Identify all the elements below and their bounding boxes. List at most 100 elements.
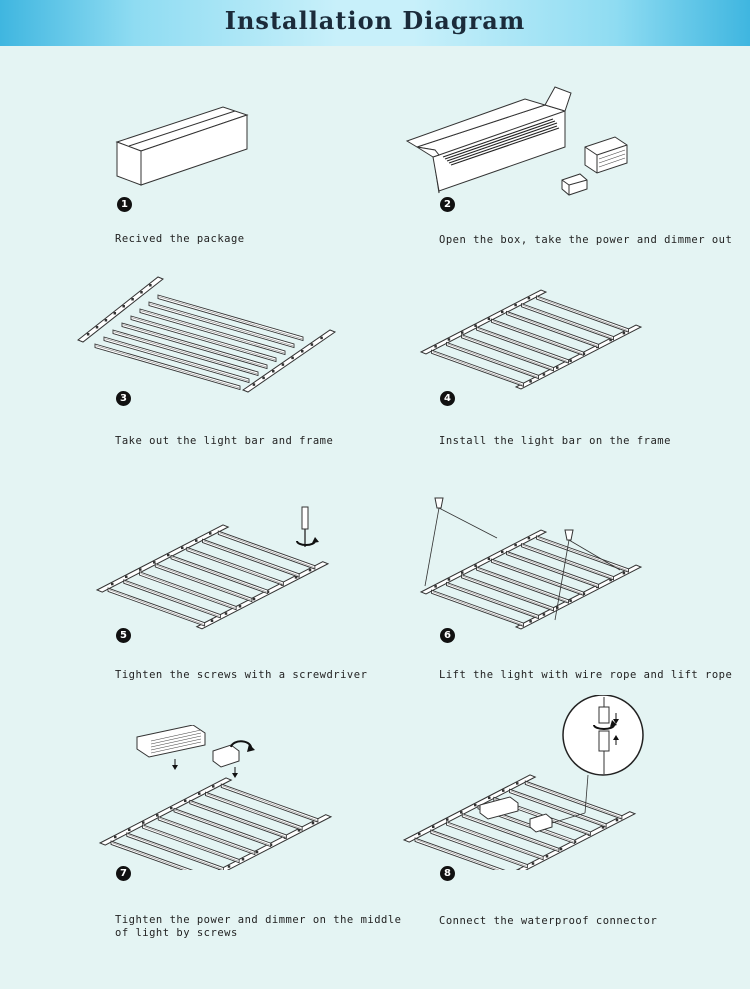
cable [585,775,588,813]
step-number-badge: 7 [116,866,131,881]
frame-notch [311,821,315,825]
frame-notch [125,575,128,579]
frame-notch [529,620,532,623]
frame-notch [569,599,572,602]
step-4: 4 Install the light bar on the frame [405,272,745,482]
hanger-hook [565,530,573,540]
step-number-badge: 5 [116,628,131,643]
frame-notch [122,305,125,308]
light-bar-edge [172,557,267,592]
light-bar-edge [128,835,223,870]
power-driver [480,797,518,819]
arrow-head [610,720,617,727]
frame-notch [461,571,464,574]
frame-notch [556,366,559,369]
wire-rope [425,508,439,586]
frame-notch [308,568,312,572]
hanger-hook [435,498,443,508]
light-bar-edge [156,565,251,600]
light-bar-edge [526,783,621,818]
frame-notch [142,821,145,824]
frame-notch [310,343,314,346]
step-caption: Connect the waterproof connector [439,915,658,927]
frame-notch [255,850,259,854]
frame-notch [487,317,491,321]
light-bar-edge [188,549,283,584]
light-bar-edge [432,832,527,867]
light-bar-edge [125,582,220,617]
step-7: 7 Tighten the power and dimmer on the mi… [75,725,415,939]
frame-notch [545,855,549,858]
step-8: 8 Connect the waterproof connector [400,695,740,927]
hanging-light-illustration [405,490,655,630]
power-driver [137,725,205,757]
frame-notch [474,324,477,327]
light-bar-edge [493,561,583,594]
frame-notch [488,796,491,800]
frame-notch [212,785,215,788]
package-box-illustration [105,85,265,195]
light-bar-edge [159,297,302,339]
light-bar-edge [150,304,293,346]
frame-notch [167,553,170,557]
light-bar-edge [508,313,598,346]
frame-notch [294,576,298,579]
light-bar-edge [433,352,523,385]
frame-notch [131,298,134,301]
dimmer-box [530,814,552,832]
frame-notch [446,818,449,821]
light-bar-edge [448,823,543,858]
screwdriver-illustration [75,495,345,630]
frame-notch [149,284,152,287]
light-bar-edge [511,791,606,826]
down-arrow-head [613,719,619,724]
light-bar [111,841,208,870]
frame-notch [227,865,231,868]
driver-fin [151,730,201,741]
frame-notch [238,605,242,608]
frame-notch [301,350,304,353]
light-bar-edge [416,840,511,870]
light-bar-edge [144,826,239,861]
frame-notch [432,825,435,829]
light-bar [415,838,512,870]
frame-notch [615,818,619,822]
light-bar-edge [96,346,239,388]
frame-notch [609,338,612,342]
down-arrow-head [172,765,178,770]
frame-notch [542,373,546,376]
step-1: 1 Recived the package [105,85,445,295]
driver-fin [151,739,201,750]
frame-notch [516,782,519,785]
light-bar-edge [204,541,299,576]
frame-notch [447,338,451,341]
frame-notch [527,296,531,300]
frame-notch [86,333,90,336]
light-bar-edge [105,339,248,381]
frame-notch [531,862,535,865]
rotate-arrow-icon [297,541,315,545]
wire-rope [439,508,497,538]
frame-notch [447,578,451,581]
frame-notch [128,828,131,832]
frame-notch [209,532,212,535]
frame-notch [460,811,463,814]
light-bar-edge [141,311,284,353]
power-and-dimmer-mounting-illustration [75,725,345,870]
frame-notch [153,561,156,564]
step-2: 2 Open the box, take the power and dimme… [405,85,745,295]
light-bar-edge [448,344,538,377]
step-number-badge: 1 [117,197,132,212]
frame-notch [622,331,626,335]
frame-notch [461,331,464,334]
light-bar-edge [463,336,553,369]
light-bar-edge [109,590,204,625]
frame-notch [501,550,504,554]
frame-notch [139,568,142,571]
connector-bottom [599,731,609,751]
light-bar-edge [463,815,558,850]
driver-fin [151,736,201,747]
step-number-badge: 6 [440,628,455,643]
step-caption: Tighten the power and dimmer on the midd… [115,914,402,939]
step-number-badge: 3 [116,391,131,406]
